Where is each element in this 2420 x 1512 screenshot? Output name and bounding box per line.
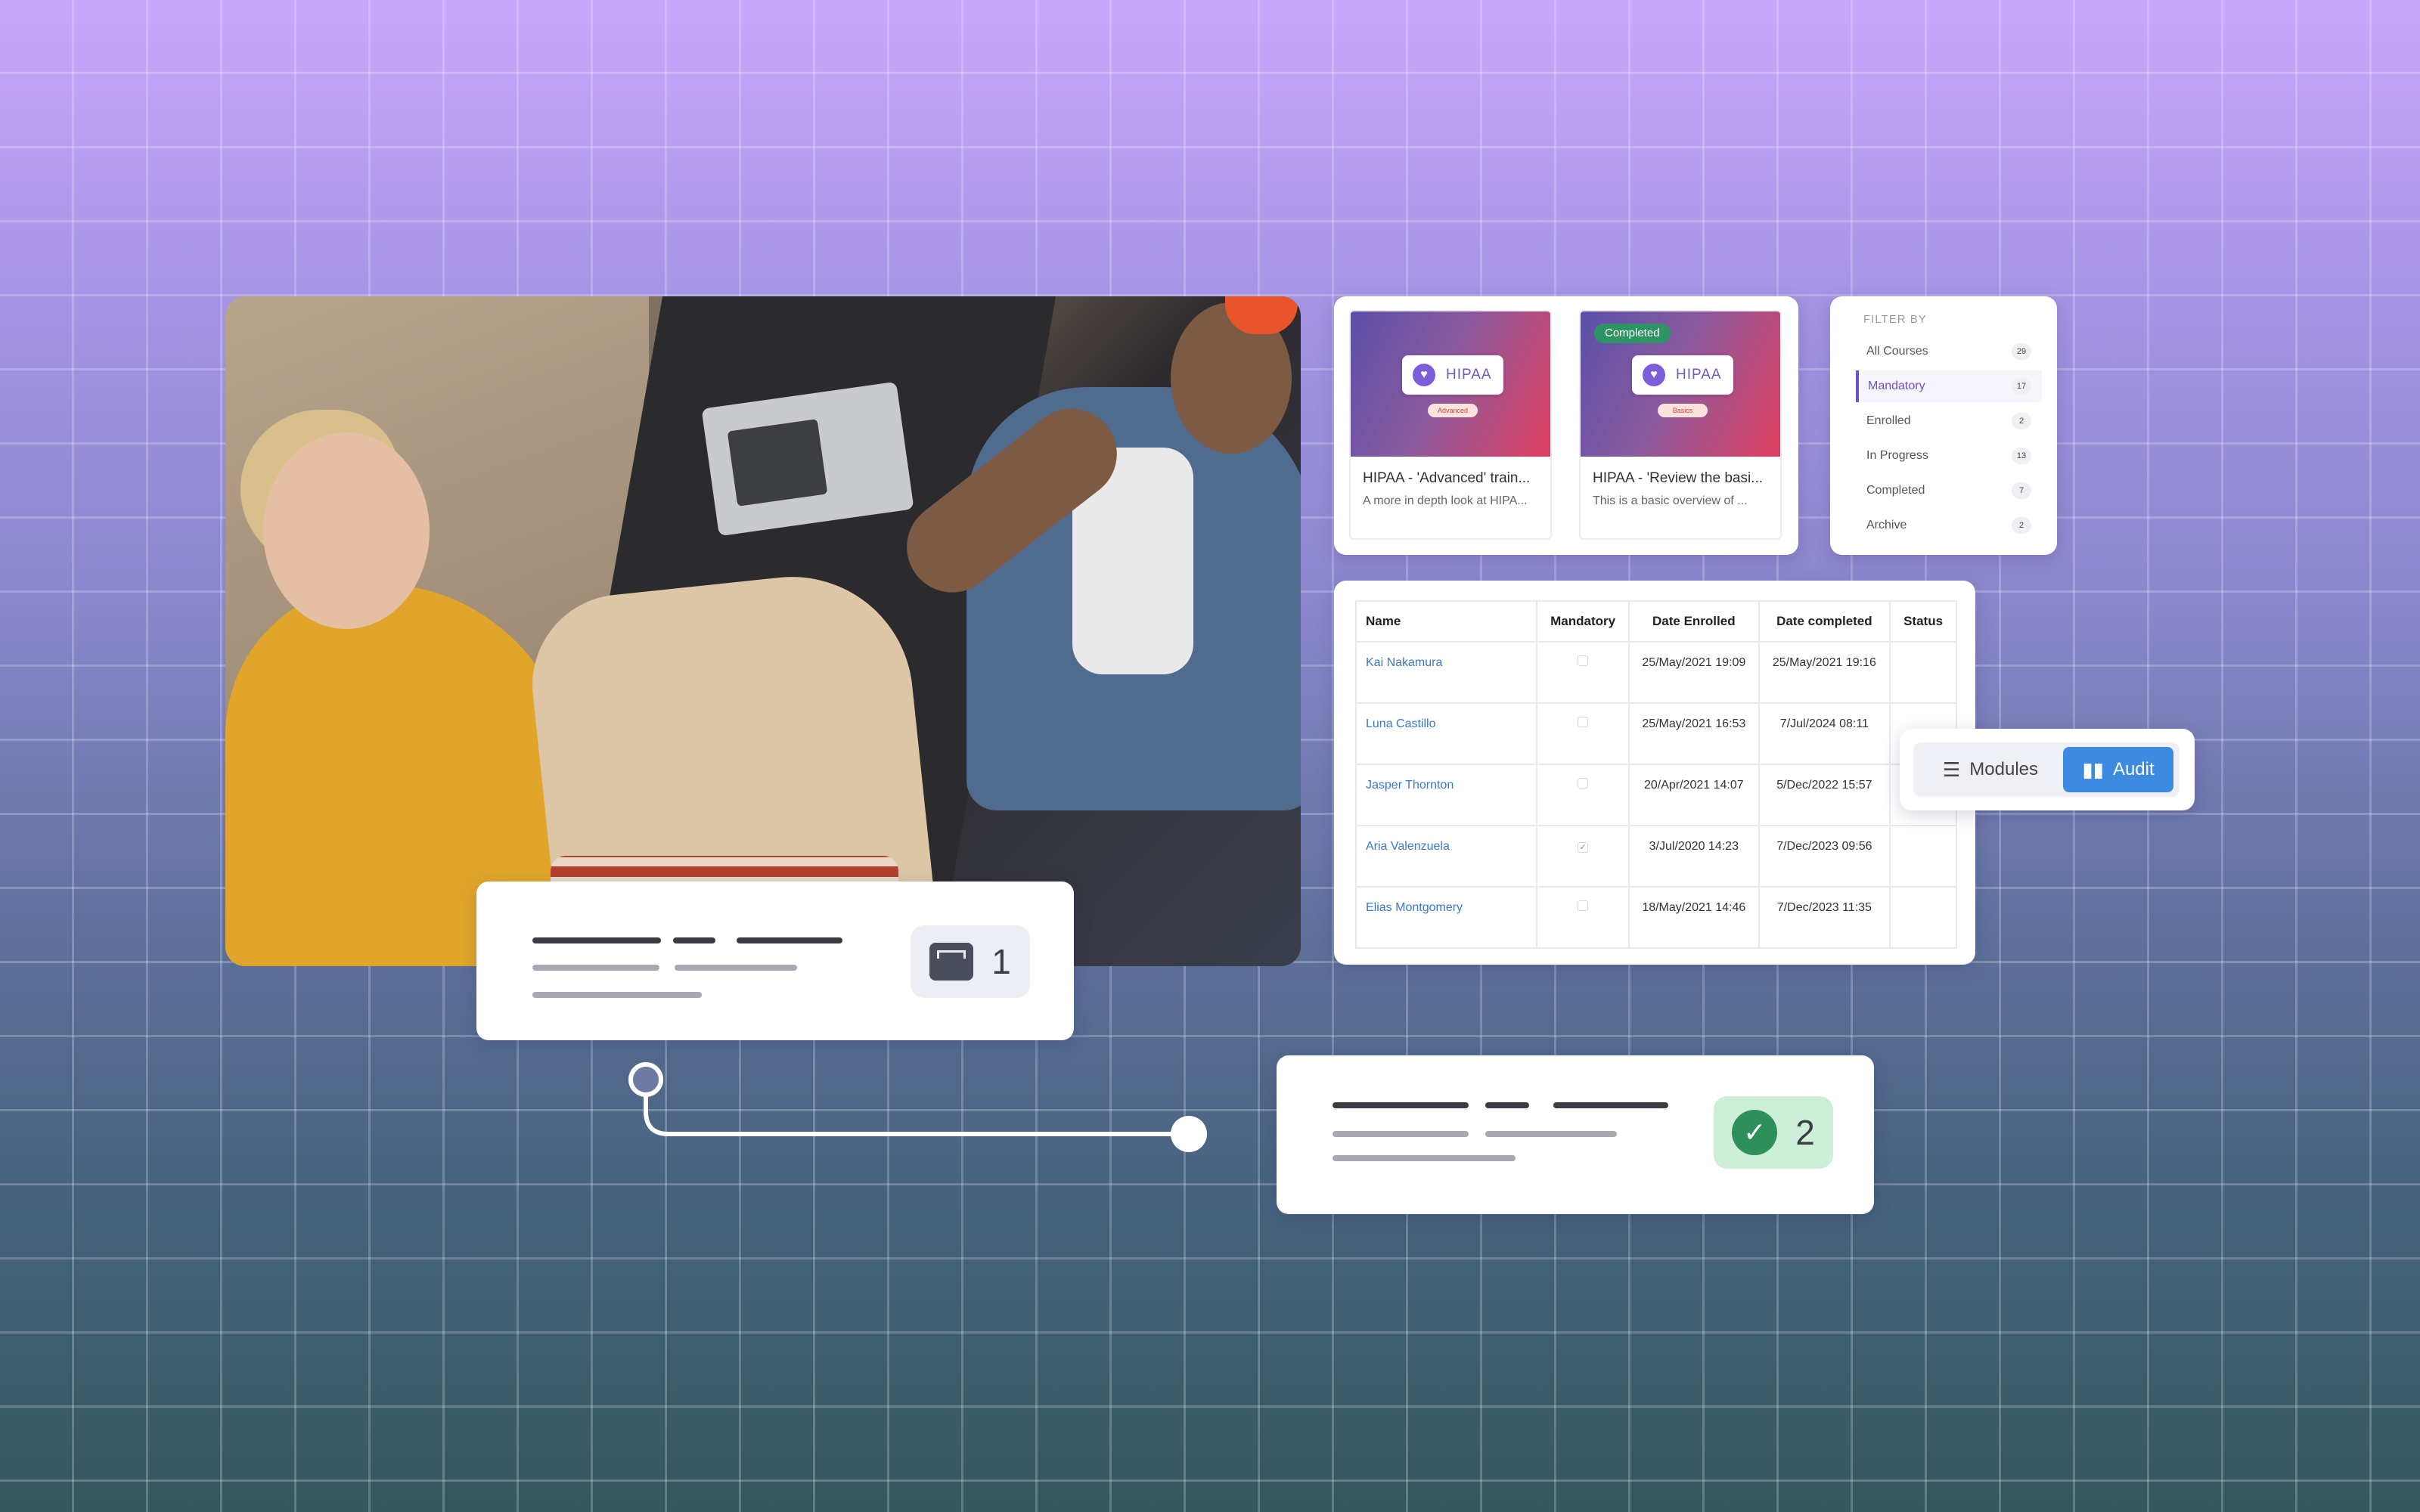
column-header-date-enrolled[interactable]: Date Enrolled (1628, 600, 1760, 643)
audit-tab[interactable]: ▮▮ Audit (2063, 747, 2173, 792)
user-name-link[interactable]: Aria Valenzuela (1354, 825, 1538, 888)
mandatory-checkbox[interactable] (1578, 900, 1589, 911)
table-row: Elias Montgomery 18/May/2021 14:46 7/Dec… (1354, 886, 1957, 949)
filter-heading: FILTER BY (1863, 313, 1927, 326)
user-name-link[interactable]: Kai Nakamura (1354, 641, 1538, 704)
date-enrolled-cell: 20/Apr/2021 14:07 (1628, 764, 1760, 826)
course-banner: ♥ HIPAA Advanced (1351, 311, 1550, 457)
mandatory-cell: ✓ (1536, 825, 1630, 888)
hero-photo (225, 296, 1301, 966)
column-header-date-completed[interactable]: Date completed (1758, 600, 1891, 643)
connector-end-node (1171, 1116, 1207, 1152)
course-level-tag: Basics (1658, 404, 1708, 417)
table-header-row: Name Mandatory Date Enrolled Date comple… (1354, 600, 1957, 643)
placeholder-line (532, 937, 661, 943)
mandatory-cell (1536, 641, 1630, 704)
mandatory-cell (1536, 702, 1630, 765)
placeholder-line (675, 965, 797, 971)
segmented-control: ☰ Modules ▮▮ Audit (1913, 742, 2180, 797)
inbox-tray-icon (929, 943, 974, 981)
course-card-basics[interactable]: Completed ♥ HIPAA Basics HIPAA - 'Review… (1579, 310, 1782, 540)
summary-card-inbox: 1 (476, 881, 1074, 1040)
placeholder-line (1485, 1131, 1617, 1137)
enrollment-table-card: Name Mandatory Date Enrolled Date comple… (1334, 581, 1975, 965)
user-name-link[interactable]: Jasper Thornton (1354, 764, 1538, 826)
modules-tab[interactable]: ☰ Modules (1942, 758, 2039, 781)
course-banner: Completed ♥ HIPAA Basics (1581, 311, 1780, 457)
placeholder-line (737, 937, 842, 943)
date-completed-cell: 25/May/2021 19:16 (1758, 641, 1891, 704)
date-completed-cell: 7/Dec/2023 11:35 (1758, 886, 1891, 949)
date-enrolled-cell: 25/May/2021 16:53 (1628, 702, 1760, 765)
course-title[interactable]: HIPAA - 'Review the basi... (1593, 470, 1764, 486)
user-name-link[interactable]: Elias Montgomery (1354, 886, 1538, 949)
mandatory-cell (1536, 764, 1630, 826)
date-completed-cell: 7/Dec/2023 09:56 (1758, 825, 1891, 888)
check-circle-icon: ✓ (1732, 1110, 1778, 1155)
mandatory-checkbox[interactable] (1578, 717, 1589, 727)
table-row: Kai Nakamura 25/May/2021 19:09 25/May/20… (1354, 641, 1957, 704)
course-title[interactable]: HIPAA - 'Advanced' train... (1363, 470, 1531, 486)
filter-count: 2 (2012, 517, 2031, 534)
shield-icon: ♥ (1643, 364, 1665, 386)
date-enrolled-cell: 3/Jul/2020 14:23 (1628, 825, 1760, 888)
filter-count: 29 (2012, 343, 2031, 360)
date-enrolled-cell: 18/May/2021 14:46 (1628, 886, 1760, 949)
view-toggle: ☰ Modules ▮▮ Audit (1900, 729, 2195, 810)
mandatory-checkbox[interactable] (1578, 778, 1589, 789)
status-cell (1889, 825, 1957, 888)
filter-count: 13 (2012, 448, 2031, 464)
column-header-status[interactable]: Status (1889, 600, 1957, 643)
user-name-link[interactable]: Luna Castillo (1354, 702, 1538, 765)
mandatory-checkbox[interactable] (1578, 655, 1589, 666)
course-pill: ♥ HIPAA (1402, 355, 1503, 395)
summary-card-completed: ✓ 2 (1277, 1055, 1874, 1214)
date-completed-cell: 5/Dec/2022 15:57 (1758, 764, 1891, 826)
course-card-advanced[interactable]: ♥ HIPAA Advanced HIPAA - 'Advanced' trai… (1349, 310, 1552, 540)
placeholder-line (1333, 1102, 1469, 1108)
mandatory-cell (1536, 886, 1630, 949)
column-header-name[interactable]: Name (1354, 600, 1538, 643)
bar-chart-icon: ▮▮ (2082, 758, 2104, 781)
completed-badge: Completed (1594, 324, 1671, 343)
column-header-mandatory[interactable]: Mandatory (1536, 600, 1630, 643)
table-row: Aria Valenzuela ✓ 3/Jul/2020 14:23 7/Dec… (1354, 825, 1957, 888)
inbox-counter: 1 (911, 925, 1030, 998)
course-description: This is a basic overview of ... (1593, 494, 1748, 507)
date-completed-cell: 7/Jul/2024 08:11 (1758, 702, 1891, 765)
filter-count: 17 (2012, 378, 2031, 395)
filter-count: 2 (2012, 413, 2031, 429)
placeholder-line (673, 937, 715, 943)
status-cell (1889, 641, 1957, 704)
course-cards-panel: ♥ HIPAA Advanced HIPAA - 'Advanced' trai… (1334, 296, 1798, 555)
placeholder-line (1553, 1102, 1668, 1108)
shield-icon: ♥ (1413, 364, 1435, 386)
date-enrolled-cell: 25/May/2021 19:09 (1628, 641, 1760, 704)
status-cell (1889, 886, 1957, 949)
list-icon: ☰ (1942, 758, 1961, 781)
course-pill: ♥ HIPAA (1632, 355, 1733, 395)
enrollment-table: Name Mandatory Date Enrolled Date comple… (1354, 600, 1957, 949)
mandatory-checkbox[interactable]: ✓ (1578, 842, 1589, 853)
connector-start-node (628, 1062, 663, 1097)
placeholder-line (1333, 1131, 1469, 1137)
course-description: A more in depth look at HIPA... (1363, 494, 1528, 507)
placeholder-line (1333, 1155, 1516, 1161)
filter-count: 7 (2012, 482, 2031, 499)
placeholder-line (532, 992, 702, 998)
placeholder-line (1485, 1102, 1529, 1108)
placeholder-line (532, 965, 659, 971)
course-level-tag: Advanced (1428, 404, 1478, 417)
completed-counter: ✓ 2 (1714, 1096, 1833, 1169)
